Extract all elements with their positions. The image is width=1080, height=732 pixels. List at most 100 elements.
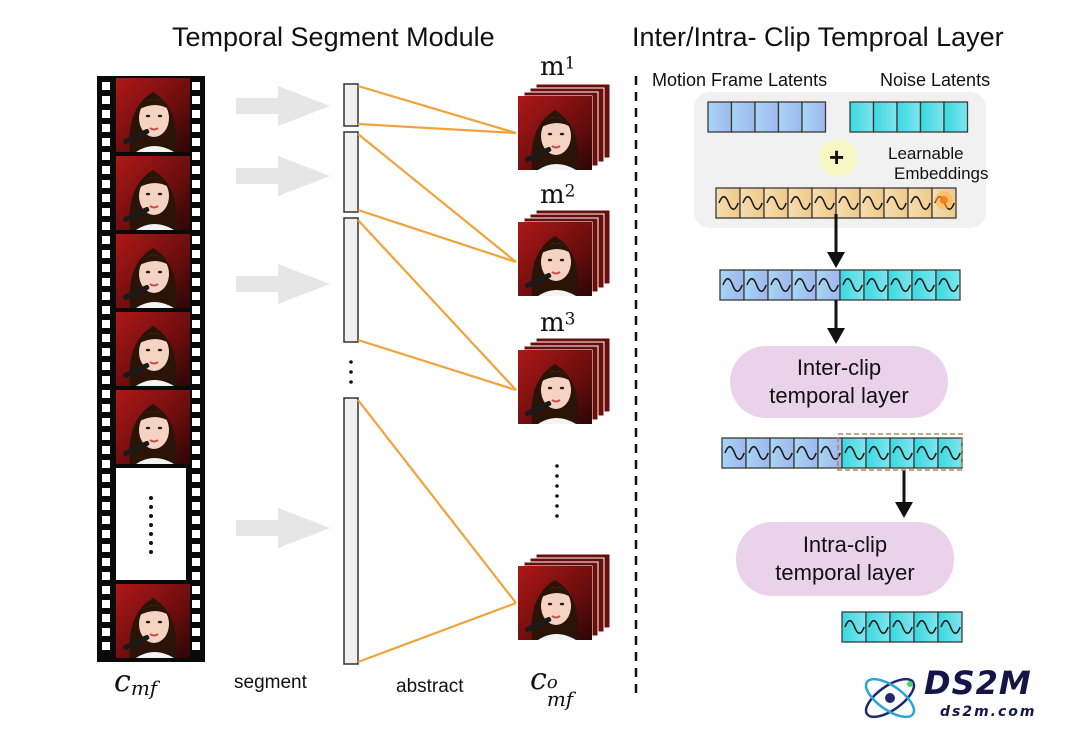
embeddings-label-2: Embeddings [894, 164, 989, 183]
segment-ellipsis [349, 360, 353, 384]
sprocket-hole [102, 152, 110, 160]
sprocket-hole [192, 208, 200, 216]
sprocket-hole [102, 82, 110, 90]
sprocket-hole [192, 516, 200, 524]
sprocket-hole [192, 222, 200, 230]
film-frame [115, 583, 191, 659]
sprocket-hole [102, 208, 110, 216]
sprocket-hole [192, 362, 200, 370]
sprocket-hole [102, 614, 110, 622]
noise-latents-row [849, 101, 969, 133]
sprocket-hole [192, 236, 200, 244]
sprocket-hole [102, 600, 110, 608]
sprocket-hole [192, 334, 200, 342]
sprocket-hole [192, 600, 200, 608]
sprocket-hole [102, 222, 110, 230]
sprocket-hole [102, 642, 110, 650]
sprocket-hole [102, 390, 110, 398]
sprocket-hole [102, 446, 110, 454]
sprocket-hole [192, 488, 200, 496]
sprocket-hole [102, 320, 110, 328]
gray-flow-arrows [236, 86, 330, 548]
sprocket-hole [102, 418, 110, 426]
sprocket-hole [192, 586, 200, 594]
sprocket-hole [192, 558, 200, 566]
intra-clip-line-2: temporal layer [775, 560, 915, 585]
sprocket-hole [192, 96, 200, 104]
sprocket-hole [192, 138, 200, 146]
motion-latents-row [707, 101, 827, 133]
sprocket-hole [102, 236, 110, 244]
sprocket-hole [192, 432, 200, 440]
sprocket-hole [102, 362, 110, 370]
segment-bar-4 [343, 397, 359, 665]
flow-arrows [827, 214, 913, 518]
sprocket-hole [192, 642, 200, 650]
embeddings-row [715, 187, 957, 219]
sprocket-hole [102, 292, 110, 300]
sprocket-hole [102, 516, 110, 524]
sprocket-hole [192, 82, 200, 90]
sprocket-hole [102, 586, 110, 594]
sprocket-hole [192, 614, 200, 622]
sprocket-hole [102, 124, 110, 132]
sprocket-hole [102, 544, 110, 552]
output-frame-stacks [517, 83, 611, 641]
film-frame [115, 77, 191, 153]
embedding-glow [935, 191, 953, 209]
noise-latents-label: Noise Latents [880, 70, 991, 90]
output-ellipsis [555, 464, 559, 518]
sprocket-hole [102, 488, 110, 496]
right-title: Inter/Intra- Clip Temproal Layer [632, 22, 1004, 52]
gray-arrow-2 [236, 156, 330, 196]
sprocket-hole [102, 334, 110, 342]
sprocket-hole [192, 502, 200, 510]
inter-output-row [721, 437, 963, 469]
group-label-3: m3 [540, 308, 576, 338]
stacked-frame [517, 221, 593, 297]
sprocket-hole [192, 306, 200, 314]
sprocket-hole [102, 460, 110, 468]
abstract-label: abstract [396, 676, 464, 697]
sprocket-hole [102, 166, 110, 174]
gray-arrow-1 [236, 86, 330, 126]
sprocket-hole [102, 502, 110, 510]
segment-label: segment [234, 672, 307, 693]
film-frame [115, 389, 191, 465]
sprocket-hole [102, 264, 110, 272]
film-ellipsis [149, 496, 153, 554]
segment-bar-2 [343, 131, 359, 213]
sprocket-hole [192, 348, 200, 356]
sprocket-hole [102, 194, 110, 202]
left-title: Temporal Segment Module [172, 22, 495, 52]
gray-arrow-4 [236, 508, 330, 548]
logo-mark [864, 677, 916, 719]
sprocket-hole [102, 432, 110, 440]
sprocket-hole [192, 418, 200, 426]
group-label-1: m1 [540, 52, 576, 82]
embeddings-label-1: Learnable [888, 144, 964, 163]
sprocket-hole [192, 320, 200, 328]
film-strip [97, 76, 205, 662]
sprocket-hole [102, 306, 110, 314]
sprocket-hole [102, 376, 110, 384]
sprocket-hole [192, 250, 200, 258]
sprocket-hole [192, 110, 200, 118]
sprocket-hole [192, 544, 200, 552]
sprocket-hole [192, 530, 200, 538]
sprocket-hole [192, 460, 200, 468]
sprocket-hole [192, 194, 200, 202]
plus-circle [819, 139, 857, 177]
sprocket-hole [102, 572, 110, 580]
sprocket-hole [192, 152, 200, 160]
sprocket-hole [192, 404, 200, 412]
stacked-frame [517, 349, 593, 425]
sprocket-hole [192, 628, 200, 636]
sprocket-hole [102, 96, 110, 104]
group-label-2: m2 [540, 180, 576, 210]
sprocket-hole [192, 376, 200, 384]
film-frame [115, 155, 191, 231]
film-frame [115, 311, 191, 387]
